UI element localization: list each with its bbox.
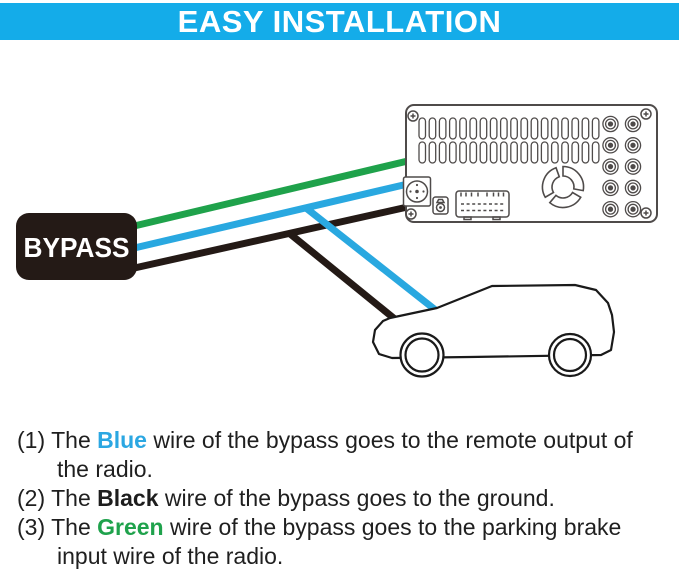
- vent-slot: [591, 141, 600, 164]
- vent-slot: [571, 141, 580, 164]
- vent-slot: [418, 141, 427, 164]
- screw-icon: [405, 208, 417, 220]
- vent-slot: [530, 141, 539, 164]
- vent-slot: [499, 117, 508, 140]
- vent-slot: [510, 117, 518, 140]
- vent-slot: [561, 141, 569, 164]
- instruction-item: (2) The Black wire of the bypass goes to…: [17, 485, 555, 511]
- antenna-jack-icon: [432, 196, 449, 215]
- vent-grid: [418, 117, 600, 164]
- vent-slot: [499, 141, 508, 164]
- fan-icon: [541, 165, 585, 209]
- front-wheel: [399, 332, 445, 378]
- vent-slot: [510, 141, 518, 164]
- harness-connector-icon: [455, 190, 510, 221]
- screw-icon: [640, 207, 652, 219]
- vent-slot: [550, 141, 559, 164]
- rca-jack-icon: [624, 179, 642, 197]
- blue-wire: [129, 179, 413, 253]
- screw-icon: [640, 108, 652, 120]
- wire-color-word: Green: [97, 514, 164, 540]
- vent-slot: [489, 117, 498, 140]
- instruction-item: (3) The Green wire of the bypass goes to…: [17, 514, 622, 569]
- vent-slot: [438, 117, 447, 140]
- rca-jack-icon: [602, 158, 619, 175]
- rca-jack-icon: [624, 200, 642, 218]
- installation-diagram: BYPASS: [16, 104, 658, 378]
- dc-power-jack-icon: [402, 176, 432, 207]
- vent-slot: [459, 141, 467, 164]
- vent-slot: [520, 141, 529, 164]
- bypass-label: BYPASS: [24, 232, 130, 263]
- vent-slot: [418, 117, 427, 140]
- vent-slot: [459, 117, 467, 140]
- screw-icon: [407, 110, 419, 122]
- vent-slot: [469, 141, 478, 164]
- rca-jack-icon: [624, 115, 642, 133]
- vent-slot: [438, 141, 447, 164]
- rca-jack-icon: [624, 158, 642, 175]
- car-outline: [371, 283, 616, 378]
- instruction-item: (1) The Blue wire of the bypass goes to …: [17, 427, 633, 482]
- vent-slot: [489, 141, 498, 164]
- vent-slot: [479, 117, 488, 140]
- bypass-box: BYPASS: [16, 213, 137, 280]
- rear-wheel: [547, 332, 593, 378]
- vent-slot: [591, 117, 600, 140]
- vent-slot: [448, 117, 457, 140]
- rca-jack-icon: [602, 179, 619, 197]
- vent-slot: [540, 117, 549, 140]
- page-title: EASY INSTALLATION: [177, 3, 502, 39]
- vent-slot: [428, 141, 437, 164]
- instruction-number: (1): [17, 427, 46, 453]
- vent-slot: [520, 117, 529, 140]
- vent-slot: [561, 117, 569, 140]
- blue-branch-wire: [303, 205, 441, 315]
- rca-jack-icon: [602, 200, 619, 218]
- vent-slot: [530, 117, 539, 140]
- rca-jack-grid: [602, 115, 642, 218]
- vent-slot: [550, 117, 559, 140]
- black-branch-wire: [286, 230, 399, 323]
- vent-slot: [540, 141, 549, 164]
- rca-jack-icon: [602, 115, 619, 133]
- vent-slot: [448, 141, 457, 164]
- vent-slot: [571, 117, 580, 140]
- rca-jack-icon: [602, 137, 619, 154]
- vent-slot: [581, 117, 590, 140]
- radio-unit: [402, 104, 658, 223]
- black-wire: [129, 202, 413, 273]
- vent-slot: [479, 141, 488, 164]
- vent-slot: [469, 117, 478, 140]
- instruction-list: (1) The Blue wire of the bypass goes to …: [0, 426, 660, 571]
- vent-slot: [581, 141, 590, 164]
- rca-jack-icon: [624, 137, 642, 154]
- title-banner: EASY INSTALLATION: [0, 3, 679, 40]
- wire-color-word: Blue: [97, 427, 147, 453]
- instruction-number: (3): [17, 514, 46, 540]
- wire-color-word: Black: [97, 485, 159, 511]
- vent-slot: [428, 117, 437, 140]
- green-wire: [129, 156, 413, 231]
- instruction-number: (2): [17, 485, 46, 511]
